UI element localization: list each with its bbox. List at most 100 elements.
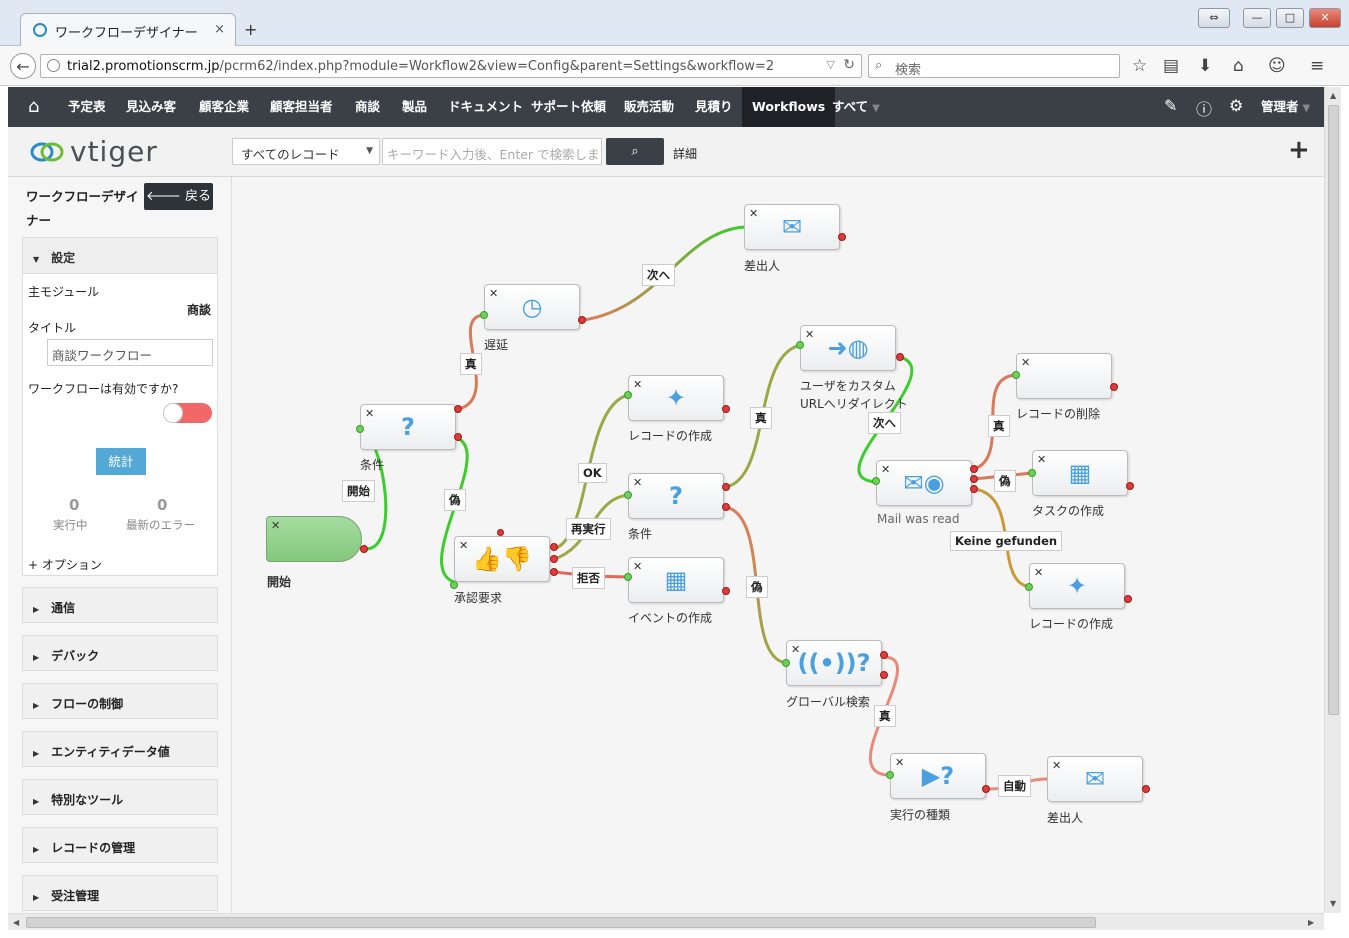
input-port[interactable] <box>624 491 632 499</box>
node-create-event[interactable]: ✕▦ <box>628 557 724 603</box>
url-bar[interactable]: trial2.promotionscrm.jp/pcrm62/index.php… <box>40 54 862 78</box>
node-condition-2[interactable]: ✕? <box>628 473 724 519</box>
wrench-icon[interactable]: ✕ <box>791 643 801 656</box>
output-port[interactable] <box>722 405 730 413</box>
conn-label-cond1-false[interactable]: 偽 <box>444 489 466 511</box>
input-port[interactable] <box>480 311 488 319</box>
wrench-icon[interactable]: ✕ <box>1021 356 1031 369</box>
node-send-mail-2[interactable]: ✕✉ <box>1047 756 1143 802</box>
browser-search-field[interactable]: ⌕ 検索 <box>868 54 1120 78</box>
conn-label-read-true[interactable]: 真 <box>988 415 1010 437</box>
bookmark-star-icon[interactable]: ☆ <box>1132 56 1148 76</box>
output-port[interactable] <box>578 316 586 324</box>
browser-tab[interactable]: ワークフローデザイナー × <box>20 13 236 47</box>
node-send-mail-1[interactable]: ✕✉ <box>744 204 840 250</box>
output-port[interactable] <box>722 587 730 595</box>
node-create-task[interactable]: ✕▦ <box>1032 450 1128 496</box>
output-port[interactable] <box>838 233 846 241</box>
scroll-down-icon[interactable]: ▼ <box>1330 899 1337 908</box>
output-port[interactable] <box>970 475 978 483</box>
user-menu[interactable]: 管理者▼ <box>1261 99 1311 114</box>
workflow-canvas[interactable]: ✕ 開始 ✕? 条件 ✕◷ 遅延 ✕✉ 差出人 ✕👍👎 承認要求 ✕✦ レコード… <box>232 177 1324 913</box>
section-flow-control[interactable]: ▶フローの制御 <box>22 683 218 719</box>
advanced-search-link[interactable]: 詳細 <box>673 147 698 161</box>
conn-label-redirect-next[interactable]: 次へ <box>868 412 901 434</box>
search-button[interactable]: ⌕ <box>606 138 664 165</box>
conn-label-rerun[interactable]: 再実行 <box>566 518 611 540</box>
output-port[interactable] <box>722 503 730 511</box>
section-record-management[interactable]: ▶レコードの管理 <box>22 827 218 863</box>
input-port[interactable] <box>450 581 458 589</box>
output-port[interactable] <box>970 465 978 473</box>
output-port[interactable] <box>896 353 904 361</box>
input-port[interactable] <box>782 659 790 667</box>
horizontal-scroll-thumb[interactable] <box>26 917 1096 928</box>
wrench-icon[interactable]: ✕ <box>365 407 375 420</box>
conn-label-auto[interactable]: 自動 <box>998 775 1031 797</box>
input-port[interactable] <box>796 341 804 349</box>
statistics-button[interactable]: 統計 <box>96 448 146 475</box>
scroll-left-icon[interactable]: ◀ <box>13 918 20 927</box>
node-approval[interactable]: ✕👍👎 <box>454 536 550 582</box>
options-link[interactable]: + オプション <box>28 558 102 572</box>
vertical-scrollbar[interactable]: ▲ ▼ <box>1324 87 1341 913</box>
section-order-management[interactable]: ▶受注管理 <box>22 875 218 911</box>
wrench-icon[interactable]: ✕ <box>271 519 281 532</box>
home-icon[interactable]: ⌂ <box>1233 56 1244 76</box>
section-communication[interactable]: ▶通信 <box>22 587 218 623</box>
output-port[interactable] <box>1124 595 1132 603</box>
conn-label-start[interactable]: 開始 <box>342 480 375 502</box>
gear-icon[interactable]: ⚙ <box>1229 96 1244 115</box>
vtiger-logo[interactable]: vtiger <box>30 135 170 168</box>
input-port[interactable] <box>624 391 632 399</box>
info-icon[interactable]: ⓘ <box>1196 100 1213 119</box>
output-port[interactable] <box>360 545 368 553</box>
output-port[interactable] <box>550 568 558 576</box>
section-special-tools[interactable]: ▶特別なツール <box>22 779 218 815</box>
new-tab-button[interactable]: + <box>244 20 258 39</box>
wrench-icon[interactable]: ✕ <box>1034 566 1044 579</box>
node-mail-read[interactable]: ✕✉◉ <box>876 460 972 506</box>
menu-item-leads[interactable]: 見込み客 <box>126 99 177 114</box>
conn-label-reject[interactable]: 拒否 <box>572 567 605 589</box>
record-type-select[interactable]: すべてのレコード▼ <box>232 138 380 165</box>
input-port[interactable] <box>1012 371 1020 379</box>
conn-label-not-found[interactable]: Keine gefunden <box>950 531 1063 551</box>
menu-item-opportunities[interactable]: 商談 <box>355 99 381 114</box>
wrench-icon[interactable]: ✕ <box>633 378 643 391</box>
wrench-icon[interactable]: ✕ <box>805 328 815 341</box>
output-port[interactable] <box>1110 383 1118 391</box>
menu-item-quotes[interactable]: 見積り <box>695 99 733 114</box>
output-port[interactable] <box>454 405 462 413</box>
paint-brush-icon[interactable]: ✎ <box>1164 96 1178 115</box>
node-condition-1[interactable]: ✕? <box>360 404 456 450</box>
output-port[interactable] <box>880 671 888 679</box>
menu-item-all[interactable]: すべて▼ <box>832 99 880 114</box>
conn-label-delay-next[interactable]: 次へ <box>642 264 675 286</box>
browser-back-icon[interactable]: ← <box>10 53 36 79</box>
wrench-icon[interactable]: ✕ <box>459 539 469 552</box>
wrench-icon[interactable]: ✕ <box>881 463 891 476</box>
scroll-right-icon[interactable]: ▶ <box>1308 918 1315 927</box>
conn-label-cond1-true[interactable]: 真 <box>460 353 482 375</box>
node-create-record-1[interactable]: ✕✦ <box>628 375 724 421</box>
tab-close-icon[interactable]: × <box>214 22 225 37</box>
conn-label-cond2-false[interactable]: 偽 <box>746 576 768 598</box>
hamburger-menu-icon[interactable]: ≡ <box>1310 56 1325 76</box>
horizontal-scrollbar[interactable]: ◀ ▶ <box>8 913 1324 930</box>
wrench-icon[interactable]: ✕ <box>1052 759 1062 772</box>
output-port[interactable] <box>1126 482 1134 490</box>
node-create-record-2[interactable]: ✕✦ <box>1029 563 1125 609</box>
workflow-active-toggle[interactable] <box>163 403 212 423</box>
node-start[interactable]: ✕ <box>266 516 362 562</box>
output-port[interactable] <box>1142 785 1150 793</box>
output-port[interactable] <box>982 785 990 793</box>
section-debug[interactable]: ▶デバック <box>22 635 218 671</box>
input-port[interactable] <box>624 573 632 581</box>
window-restore-icon[interactable]: ⇔ <box>1198 8 1230 28</box>
menu-item-tickets[interactable]: サポート依頼 <box>531 99 607 114</box>
conn-label-ok[interactable]: OK <box>578 463 607 483</box>
input-port[interactable] <box>886 771 894 779</box>
window-maximize-icon[interactable]: □ <box>1276 8 1304 28</box>
menu-item-contacts[interactable]: 顧客担当者 <box>270 99 333 114</box>
